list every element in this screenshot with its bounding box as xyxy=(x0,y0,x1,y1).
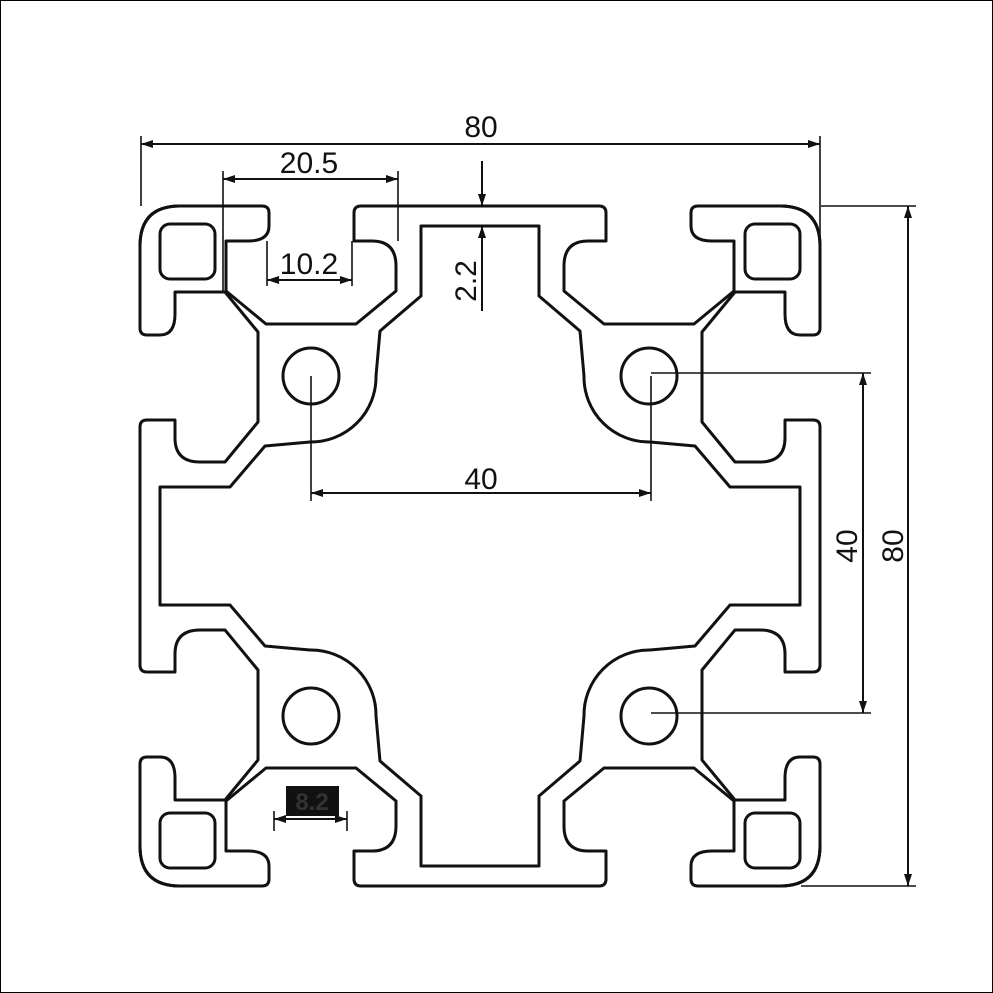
dimension-label-80-width: 80 xyxy=(464,111,497,144)
tag-background xyxy=(286,786,339,816)
dimension-bottom-slot: 8.2 xyxy=(273,786,348,831)
dimension-label-10-2: 10.2 xyxy=(280,248,338,281)
dimension-bore-spacing-vertical: 40 xyxy=(651,372,871,714)
bottom-slot-tag-label: 8.2 xyxy=(295,789,328,816)
dimension-slot-outer-width: 20.5 xyxy=(222,147,399,291)
profile-quadrant-bottom-right xyxy=(480,546,820,886)
dimension-label-40-horizontal: 40 xyxy=(464,463,497,496)
dimension-bore-spacing-horizontal: 40 xyxy=(310,376,652,501)
extrusion-profile xyxy=(140,206,820,886)
dimension-slot-opening: 10.2 xyxy=(266,241,353,286)
dimension-overall-width: 80 xyxy=(140,111,821,331)
dimension-label-40-vertical: 40 xyxy=(831,529,864,562)
dimension-overall-height: 80 xyxy=(801,205,916,887)
dimension-label-20-5: 20.5 xyxy=(280,147,338,180)
dimension-label-2-2: 2.2 xyxy=(450,260,483,302)
dimension-label-80-height: 80 xyxy=(877,529,910,562)
profile-quadrant-top-right xyxy=(480,206,820,546)
dimension-wall-thickness: 2.2 xyxy=(450,161,486,311)
profile-quadrant-bottom-left xyxy=(140,546,480,886)
